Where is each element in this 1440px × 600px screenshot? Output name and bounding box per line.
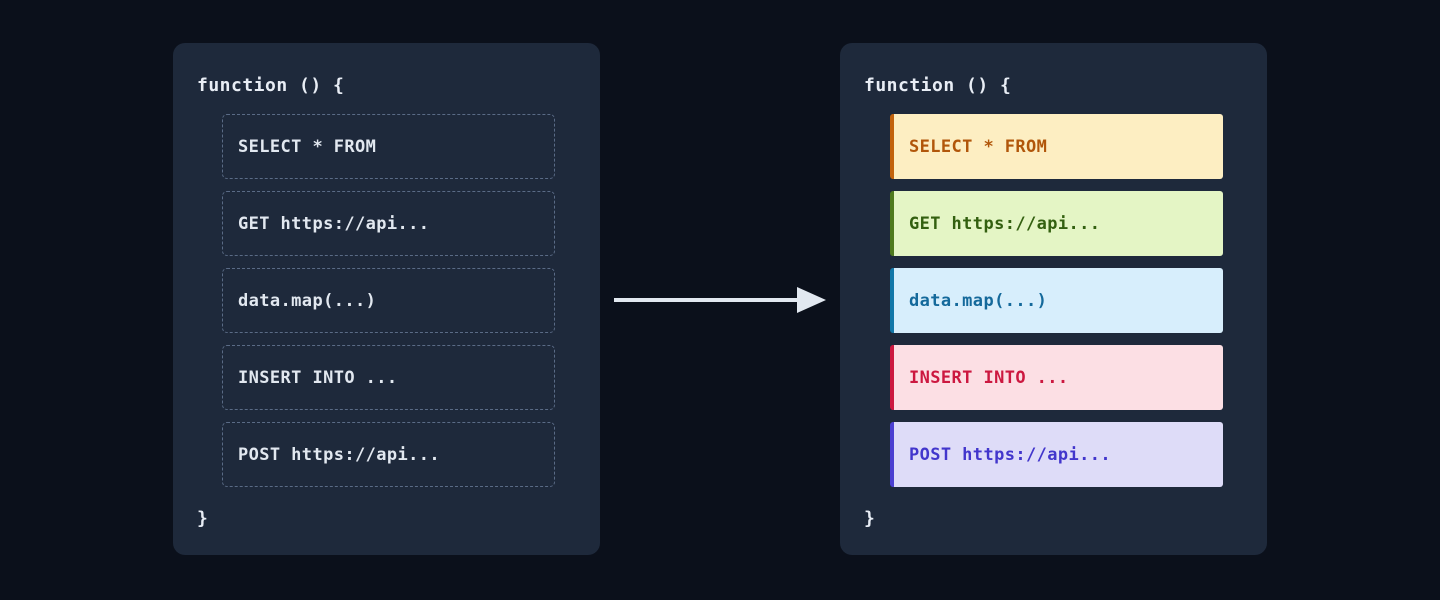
statement-row-http-get: GET https://api... bbox=[890, 191, 1223, 256]
statement-row: data.map(...) bbox=[222, 268, 555, 333]
statement-label: data.map(...) bbox=[238, 290, 377, 311]
statement-row: POST https://api... bbox=[222, 422, 555, 487]
function-open-line: function () { bbox=[197, 75, 345, 96]
unhighlighted-code-panel: function () { SELECT * FROM GET https://a… bbox=[173, 43, 600, 555]
arrow-right-icon bbox=[614, 287, 826, 313]
statement-row-http-post: POST https://api... bbox=[890, 422, 1223, 487]
statement-label: INSERT INTO ... bbox=[909, 367, 1069, 388]
statement-label: INSERT INTO ... bbox=[238, 367, 398, 388]
statement-row-sql-select: SELECT * FROM bbox=[890, 114, 1223, 179]
function-close-line: } bbox=[197, 508, 209, 529]
function-close-line: } bbox=[864, 508, 876, 529]
statement-row: SELECT * FROM bbox=[222, 114, 555, 179]
statement-label: POST https://api... bbox=[909, 444, 1112, 465]
statement-label: SELECT * FROM bbox=[238, 136, 377, 157]
highlighted-code-panel: function () { SELECT * FROM GET https://a… bbox=[840, 43, 1267, 555]
transform-arrow bbox=[614, 283, 826, 317]
statement-row-sql-insert: INSERT INTO ... bbox=[890, 345, 1223, 410]
statement-label: GET https://api... bbox=[238, 213, 430, 234]
statement-row: GET https://api... bbox=[222, 191, 555, 256]
function-open-line: function () { bbox=[864, 75, 1012, 96]
statement-row-js-transform: data.map(...) bbox=[890, 268, 1223, 333]
statement-label: POST https://api... bbox=[238, 444, 441, 465]
statement-row: INSERT INTO ... bbox=[222, 345, 555, 410]
statement-list-plain: SELECT * FROM GET https://api... data.map(… bbox=[222, 114, 555, 499]
statement-label: data.map(...) bbox=[909, 290, 1048, 311]
statement-label: GET https://api... bbox=[909, 213, 1101, 234]
statement-list-highlighted: SELECT * FROM GET https://api... data.map(… bbox=[890, 114, 1223, 499]
statement-label: SELECT * FROM bbox=[909, 136, 1048, 157]
